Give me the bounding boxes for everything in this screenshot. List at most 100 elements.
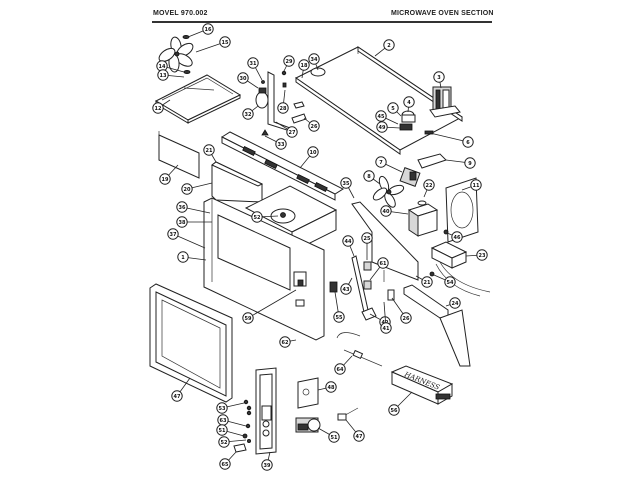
front-plate-part	[203, 197, 325, 341]
callout-circle	[283, 55, 295, 67]
callout-number: 34	[311, 57, 318, 63]
callout-baffle: 19	[159, 164, 179, 185]
callout-circle	[403, 96, 415, 108]
callout-number: 47	[174, 394, 181, 400]
callout-circle	[375, 110, 387, 122]
fan-shroud-part	[445, 177, 479, 243]
callout-number: 26	[311, 124, 318, 130]
callout-circle	[383, 39, 395, 51]
callout-motor-bracket: 9	[445, 157, 476, 169]
callout-lamp-socket: 30	[237, 72, 259, 89]
callout-number: 45	[378, 114, 385, 120]
callout-washer-top: 28	[277, 89, 289, 114]
callout-circle	[286, 126, 298, 138]
callout-bracket: 27	[275, 121, 298, 138]
callout-fuse-holder: 49	[376, 121, 401, 133]
callout-number: 31	[250, 61, 257, 67]
callout-number: 51	[219, 428, 226, 434]
duct-part	[211, 161, 264, 203]
callout-circle	[462, 136, 474, 148]
callout-interlock-switches: 59	[242, 289, 297, 324]
callout-number: 52	[221, 440, 228, 446]
callout-screw-top: 29	[283, 55, 295, 72]
callout-number: 6	[466, 140, 470, 146]
callout-circle	[247, 57, 259, 69]
callout-circle	[353, 430, 365, 442]
callout-transformer: 3	[433, 71, 445, 89]
callout-number: 46	[454, 235, 461, 241]
callout-number: 3	[437, 75, 441, 81]
callout-circle	[334, 363, 346, 375]
callout-circle	[380, 205, 392, 217]
fan-blade-part	[372, 175, 405, 208]
callout-capacitor-bracket: 5	[387, 102, 402, 117]
callout-latch-spring: 55	[333, 291, 345, 323]
callout-diode: 45	[375, 110, 399, 125]
callout-circle	[377, 257, 389, 269]
callout-circle	[177, 251, 189, 263]
callout-ground-screw: 54	[433, 274, 456, 288]
callout-circle	[340, 283, 352, 295]
callout-number: 62	[282, 340, 289, 346]
callout-switch-lever: 44	[342, 235, 355, 257]
callout-circle	[216, 424, 228, 436]
callout-stirrer-shaft: 22	[423, 179, 435, 198]
callout-number: 10	[310, 150, 317, 156]
callout-number: 29	[286, 59, 293, 65]
callout-lamp-bulb: 32	[242, 105, 259, 120]
callout-circle	[387, 102, 399, 114]
callout-number: 39	[264, 463, 271, 469]
callout-circle	[333, 311, 345, 323]
callout-number: 15	[222, 40, 229, 46]
callout-panel-clips: 52	[218, 436, 247, 448]
section-title: MICROWAVE OVEN SECTION	[391, 10, 494, 17]
callout-circle	[328, 431, 340, 443]
callout-door-seal: 38	[176, 216, 212, 228]
callout-switch-c: 43	[340, 277, 353, 295]
callout-circle	[203, 144, 215, 156]
callout-fan-blade-upper: 15	[195, 36, 231, 53]
lamp-part	[255, 80, 269, 109]
callout-number: 24	[452, 301, 459, 307]
cover-plate-part	[154, 74, 242, 124]
callout-number: 55	[336, 315, 343, 321]
callout-number: 59	[245, 316, 252, 322]
callout-fan-motor: 7	[375, 156, 403, 173]
callout-stirrer: 52	[251, 211, 279, 223]
callout-magnetron-nut: 46	[446, 231, 463, 243]
callout-side-panel: 24	[445, 297, 461, 309]
callout-screw-mid: 33	[264, 135, 287, 150]
callout-number: 38	[179, 220, 186, 226]
callout-number: 12	[155, 106, 162, 112]
fan-blade-upper-part	[158, 35, 194, 75]
callout-circle	[279, 336, 291, 348]
callout-number: 49	[379, 125, 386, 131]
callout-number: 61	[380, 261, 387, 267]
timer-plate-part	[297, 377, 319, 409]
callout-number: 40	[383, 209, 390, 215]
callout-magnetron: 40	[380, 205, 409, 217]
callout-number: 5	[391, 106, 395, 112]
leader-line	[429, 132, 469, 143]
callout-circle	[218, 436, 230, 448]
callout-number: 23	[479, 253, 486, 259]
callout-number: 19	[162, 177, 169, 183]
callout-number: 27	[289, 130, 296, 136]
callout-thermal-cutout: 6	[429, 132, 474, 148]
callout-circle	[176, 216, 188, 228]
callout-cavity-front: 37	[167, 228, 206, 249]
callout-thermostat: 47	[345, 419, 365, 442]
leader-line	[172, 233, 206, 249]
probe-wire-part	[336, 332, 383, 367]
callout-timer-switch: 51	[317, 427, 340, 443]
callout-circle	[449, 297, 461, 309]
callout-circle	[237, 72, 249, 84]
callout-circle	[325, 381, 337, 393]
wire-harness-part: HARNESS	[390, 365, 454, 405]
callout-number: 63	[220, 418, 227, 424]
bracket-part	[267, 71, 291, 132]
callout-number: 56	[391, 408, 398, 414]
callout-circle	[400, 312, 412, 324]
callout-number: 53	[219, 406, 226, 412]
